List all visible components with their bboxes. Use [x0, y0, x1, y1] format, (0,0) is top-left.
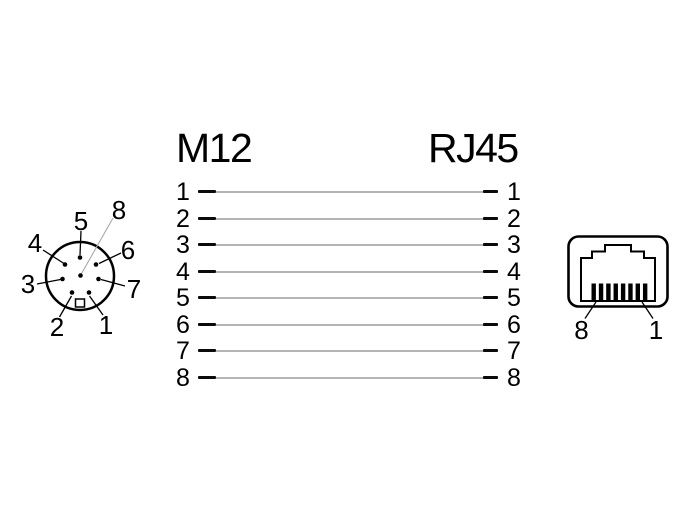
rj45-pin-number: 4	[507, 258, 521, 286]
rj45-connector-diagram: 8 1	[567, 235, 669, 345]
m12-title: M12	[176, 125, 253, 171]
m12-pin-number: 4	[176, 258, 190, 286]
m12-pin-number: 2	[176, 205, 190, 233]
wire-cap-left	[198, 296, 216, 299]
m12-pin-4-label: 4	[28, 228, 42, 258]
m12-pin-2-label: 2	[50, 312, 64, 342]
wire-line	[216, 297, 484, 299]
m12-pin-3-label: 3	[21, 269, 35, 299]
rj45-pin-bar	[628, 283, 633, 301]
rj45-pin-number: 6	[507, 311, 521, 339]
rj45-pin-1-leader	[641, 301, 654, 319]
wire-cap-left	[198, 270, 216, 273]
rj45-pin-bar	[591, 283, 596, 301]
rj45-pin-number: 2	[507, 205, 521, 233]
m12-pin-number: 8	[176, 364, 190, 392]
m12-pin-4-leader	[42, 249, 65, 265]
m12-pin-5-label: 5	[74, 206, 88, 236]
wire-line	[216, 271, 484, 273]
m12-pin-8-leader	[80, 217, 114, 275]
rj45-pin-8-label: 8	[574, 315, 588, 345]
wire-line	[216, 244, 484, 246]
rj45-pin-number: 7	[507, 337, 521, 365]
m12-pin-7-leader	[100, 278, 126, 287]
wire-cap-left	[198, 323, 216, 326]
m12-pin-1-leader	[88, 295, 104, 316]
m12-pin-number: 7	[176, 337, 190, 365]
m12-pin-7-label: 7	[127, 274, 141, 304]
m12-pin-5-leader	[79, 230, 82, 256]
wire-cap-left	[198, 190, 216, 193]
rj45-pin-bar	[620, 283, 626, 301]
wire-cap-right	[483, 323, 498, 326]
m12-pin-6-leader	[98, 252, 122, 265]
wire-cap-right	[483, 376, 498, 379]
wire-cap-left	[198, 217, 216, 220]
m12-pin-1-dot	[86, 290, 92, 295]
rj45-title: RJ45	[428, 125, 519, 171]
wire-line	[216, 377, 484, 379]
m12-pin-4-dot	[62, 262, 68, 267]
m12-pin-number: 6	[176, 311, 190, 339]
rj45-pin-bar	[642, 283, 648, 301]
m12-pin-number: 5	[176, 284, 190, 312]
wire-cap-right	[483, 190, 498, 193]
rj45-pin-number: 1	[507, 178, 521, 206]
m12-pin-3-leader	[36, 278, 61, 285]
m12-keying-notch	[74, 298, 86, 308]
wire-line	[216, 191, 484, 193]
m12-connector-diagram: 5 8 4 6 3 7 2 1	[21, 195, 141, 342]
wire-cap-left	[198, 376, 216, 379]
m12-pin-5-dot	[77, 255, 83, 260]
wire-line	[216, 324, 484, 326]
m12-pin-7-dot	[96, 276, 101, 282]
m12-pin-6-label: 6	[121, 235, 135, 265]
m12-pin-number: 1	[176, 178, 190, 206]
wire-cap-right	[483, 349, 498, 352]
rj45-pin-1-label: 1	[649, 315, 663, 345]
m12-pin-8-dot	[78, 273, 83, 278]
wire-cap-left	[198, 243, 216, 246]
wire-cap-right	[483, 243, 498, 246]
rj45-pin-number: 3	[507, 231, 521, 259]
rj45-pin-number: 5	[507, 284, 521, 312]
m12-pin-1-label: 1	[99, 310, 113, 340]
wire-cap-right	[483, 270, 498, 273]
wire-cap-left	[198, 349, 216, 352]
m12-pin-2-dot	[69, 290, 75, 295]
wire-line	[216, 350, 484, 352]
wire-cap-right	[483, 217, 498, 220]
rj45-pin-bar	[606, 283, 611, 301]
rj45-pin-8-leader	[584, 301, 597, 319]
rj45-pin-number: 8	[507, 364, 521, 392]
wire-line	[216, 218, 484, 220]
wire-cap-right	[483, 296, 498, 299]
m12-pin-3-dot	[60, 276, 65, 282]
rj45-pin-bar	[598, 283, 604, 301]
rj45-pin-bar	[613, 283, 618, 301]
m12-pin-2-leader	[58, 295, 73, 318]
rj45-pin-bar	[635, 283, 640, 301]
m12-pin-number: 3	[176, 231, 190, 259]
m12-pin-6-dot	[93, 262, 99, 267]
m12-pin-8-label: 8	[112, 195, 126, 225]
